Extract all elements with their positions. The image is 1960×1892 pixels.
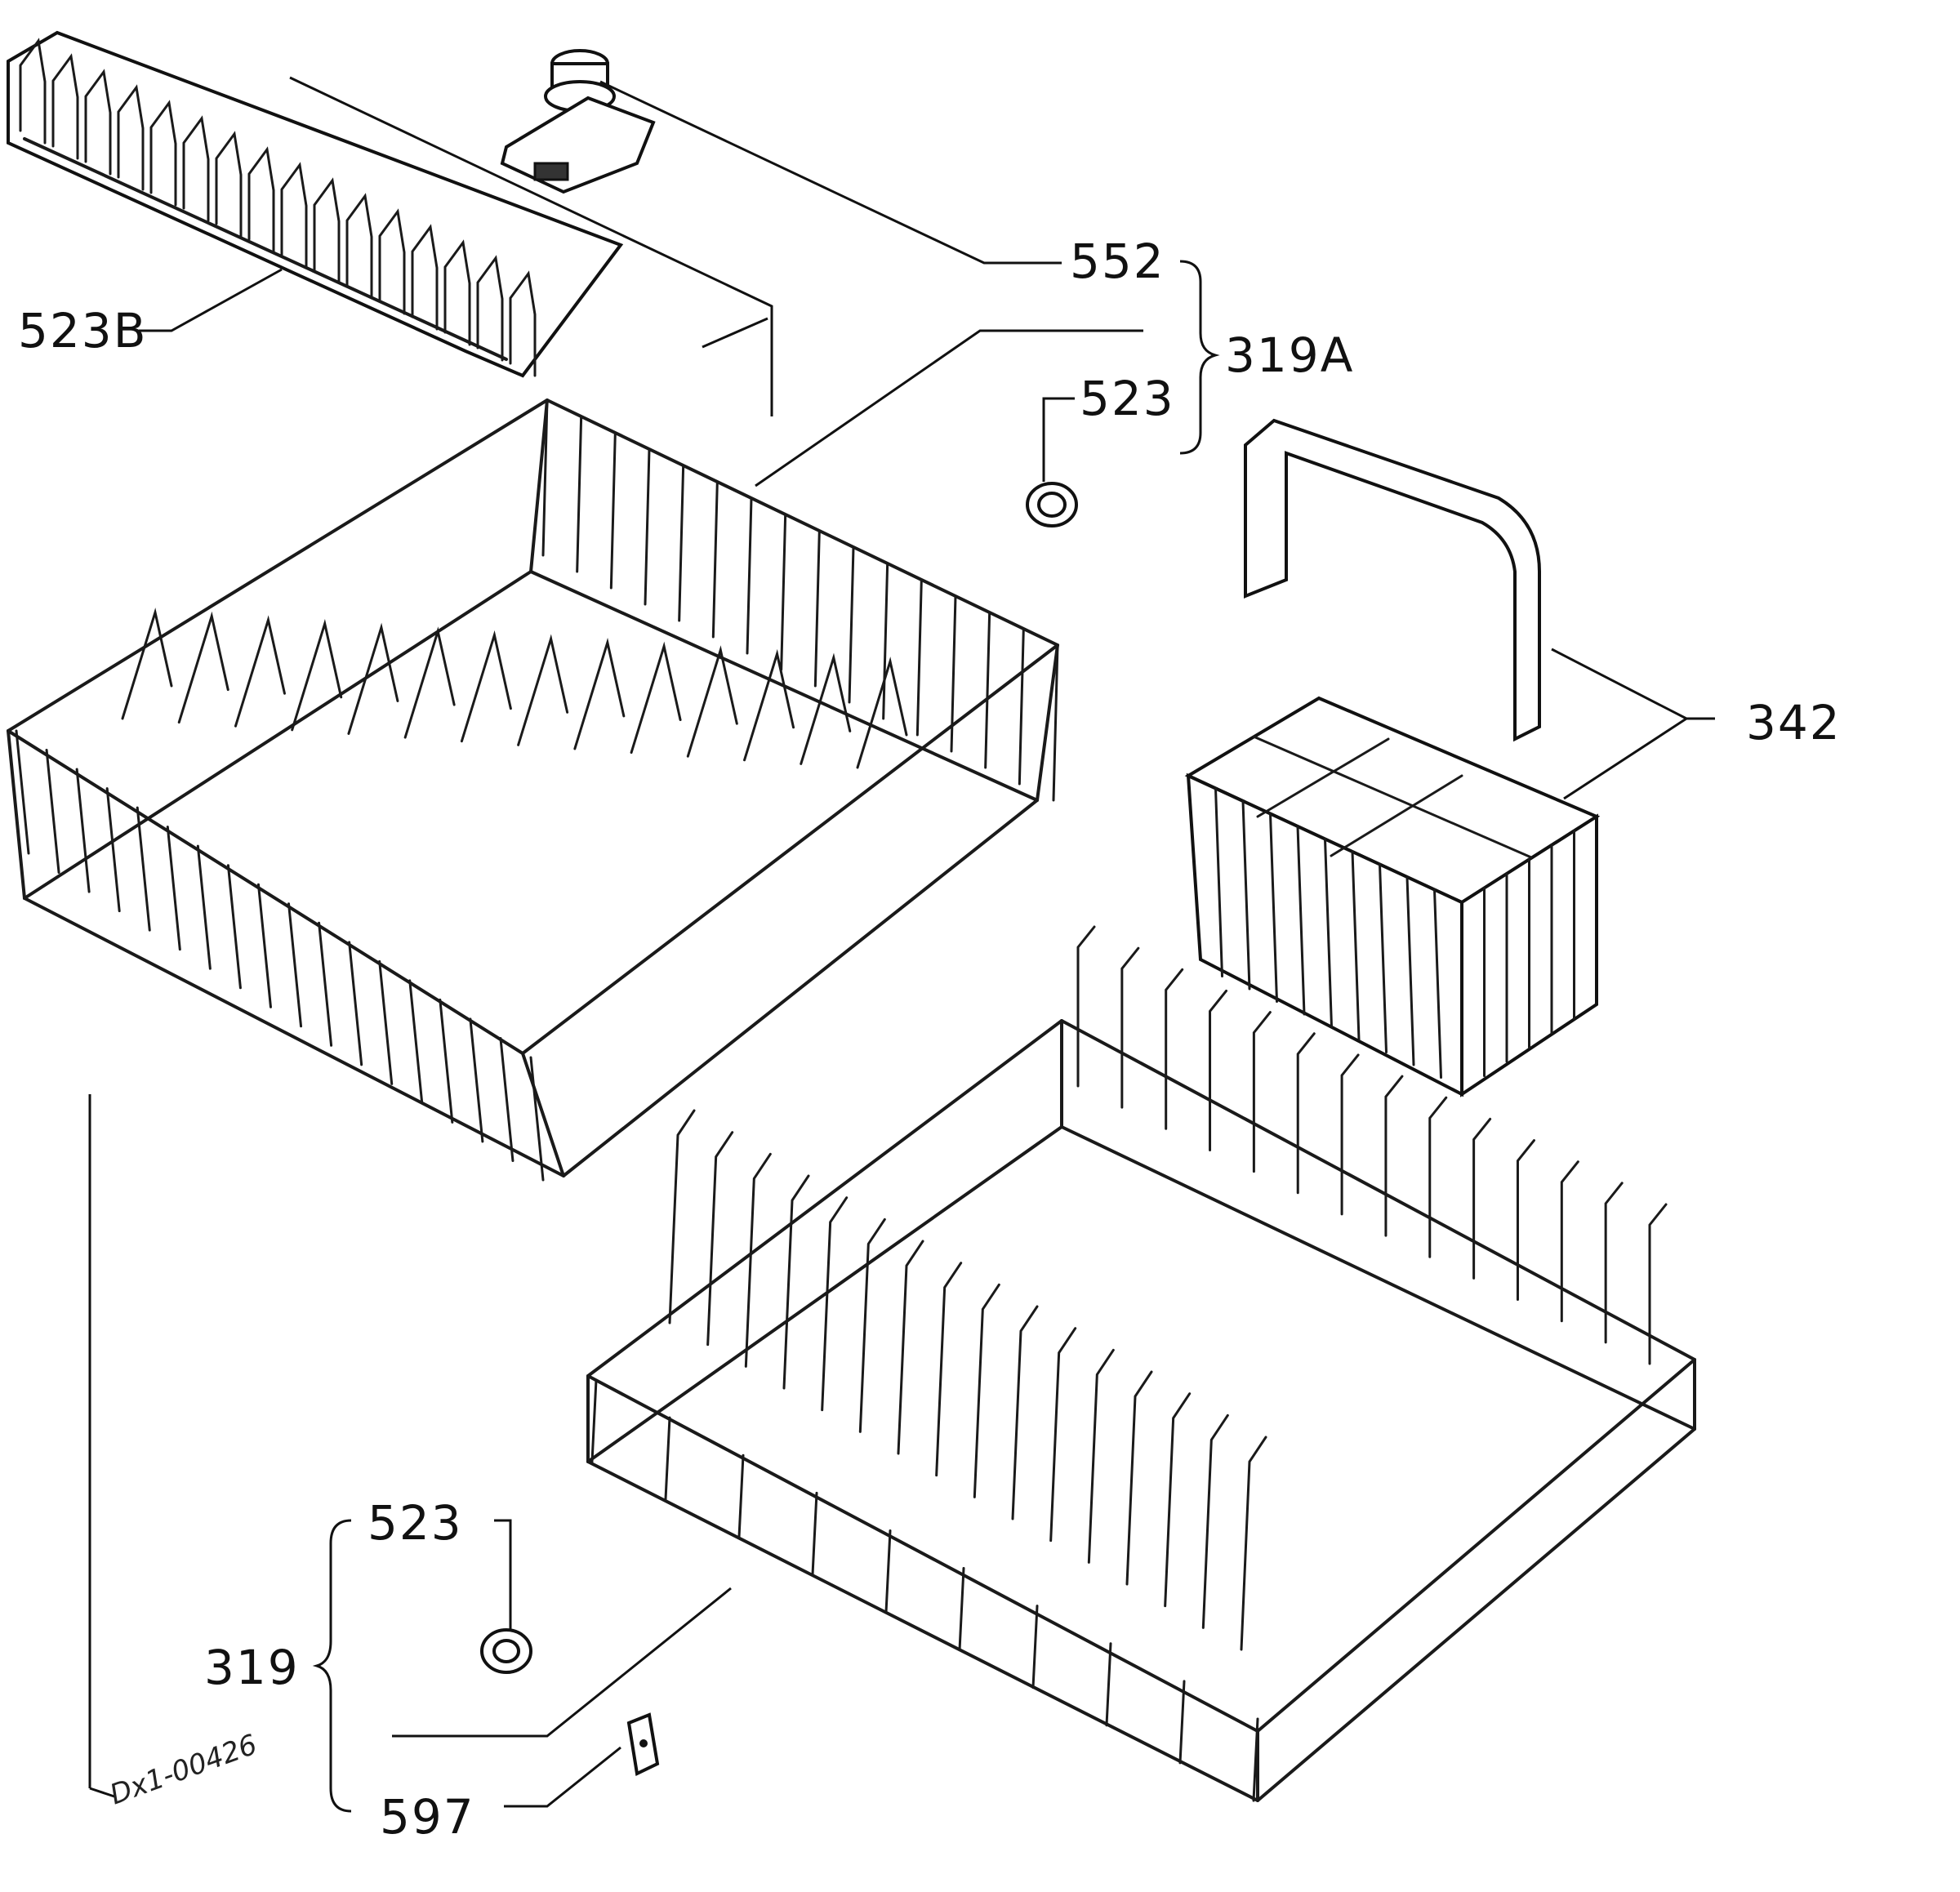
upper-rack-wheel-part [1026, 482, 1078, 528]
label-upper-rack-wheel: 523 [1080, 371, 1175, 426]
label-spray-arm-hub: 552 [1070, 234, 1165, 289]
part-labels: 523B 552 523 319A 342 523 319 597 Dx1-00… [18, 234, 1842, 1845]
cutlery-basket-part [1184, 418, 1601, 1097]
cabinet-outline [88, 76, 773, 1798]
label-lower-rack-wheel: 523 [368, 1495, 463, 1551]
upper-rack-part [7, 398, 1059, 1182]
label-rack-clip: 597 [380, 1789, 475, 1845]
label-cutlery-basket: 342 [1746, 695, 1842, 750]
lower-rack-wheel-part [480, 1628, 532, 1674]
rack-insert-part [7, 30, 624, 378]
label-lower-rack-group: 319 [204, 1640, 300, 1695]
group-braces [312, 260, 1220, 1813]
rack-clip-part [626, 1712, 660, 1776]
label-upper-rack-group: 319A [1225, 327, 1354, 383]
lower-rack-part [586, 925, 1696, 1802]
leader-lines [139, 80, 1715, 1808]
drawing-number: Dx1-00426 [105, 1728, 261, 1811]
label-rack-insert: 523B [18, 303, 148, 358]
spray-arm-hub-part [500, 49, 656, 194]
